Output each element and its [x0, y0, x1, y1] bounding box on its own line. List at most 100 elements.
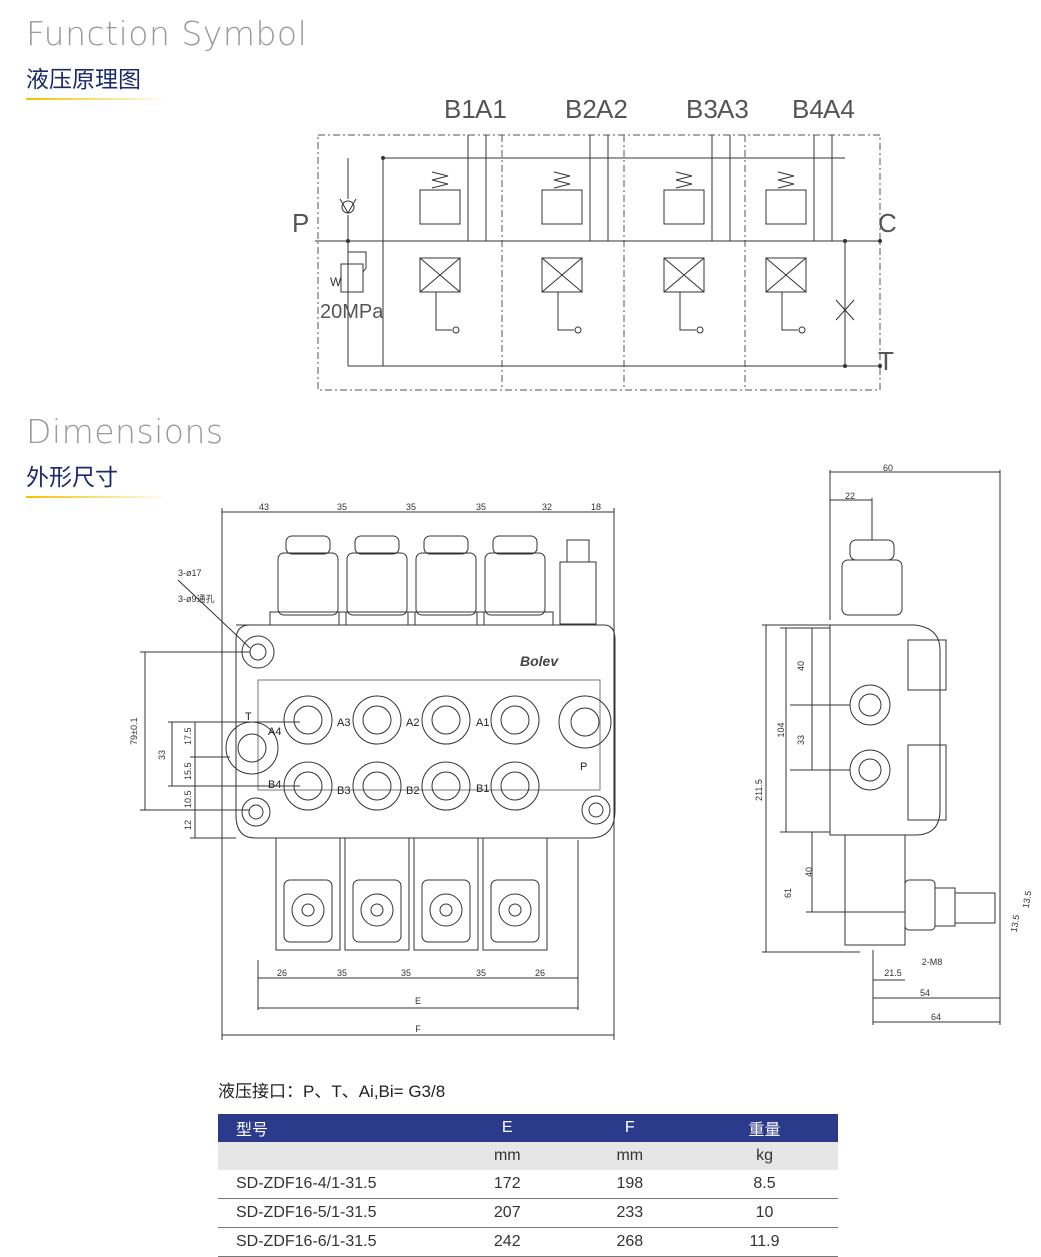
top-dim-35c: 35 [476, 502, 486, 512]
bottom-plug-center [370, 903, 384, 917]
front-port-a3: A3 [337, 717, 350, 729]
dimensions-title-cn: 外形尺寸 [26, 465, 118, 491]
port-a-outer [421, 695, 471, 745]
top-dim-18: 18 [591, 502, 601, 512]
left-dim-79: 79±0.1 [129, 718, 139, 745]
solenoid-base [407, 611, 485, 626]
table-row: SD-ZDF16-5/1-31.5 207 233 10 [218, 1198, 838, 1228]
port-b-inner [431, 771, 461, 801]
valve-cross-line [419, 257, 461, 293]
bottom-body [275, 837, 341, 951]
port-b-outer [352, 761, 402, 811]
bottom-cap [490, 879, 540, 943]
side-dim-33: 33 [796, 735, 806, 745]
header-f: F [568, 1114, 692, 1142]
port-b-inner [362, 771, 392, 801]
valve-solenoid-block [765, 189, 807, 225]
bottom-dim-26a: 26 [277, 968, 287, 978]
row-model: SD-ZDF16-6/1-31.5 [218, 1227, 446, 1257]
port-label-b1: B1 [444, 94, 476, 124]
top-dim-43: 43 [259, 502, 269, 512]
bottom-plug-center [301, 903, 315, 917]
valve-return-line [781, 292, 798, 331]
unit-weight: kg [691, 1142, 838, 1170]
bottom-body [413, 837, 479, 951]
bottom-body [482, 837, 548, 951]
row-model: SD-ZDF16-4/1-31.5 [218, 1170, 446, 1199]
valve-spring [675, 171, 693, 189]
table-row: SD-ZDF16-6/1-31.5 242 268 11.9 [218, 1227, 838, 1257]
port-label-b3: B3 [686, 94, 718, 124]
solenoid-coil [277, 552, 339, 616]
left-dim-10-5: 10.5 [183, 790, 193, 808]
header-e: E [446, 1114, 569, 1142]
bottom-plug-center [439, 903, 453, 917]
port-a-outer [352, 695, 402, 745]
solenoid-coil [415, 552, 477, 616]
valve-spool-block [663, 257, 705, 293]
bottom-cap [421, 879, 471, 943]
valve-cross-line [765, 257, 807, 293]
side-dim-61: 61 [783, 888, 793, 898]
brand-logo-text: Bolev [520, 653, 559, 669]
side-angle-13-5b: 13.5 [1009, 914, 1022, 933]
bottom-plug [291, 893, 325, 927]
bottom-cap [283, 879, 333, 943]
port-a-outer [283, 695, 333, 745]
left-dim-12: 12 [183, 820, 193, 830]
unit-e: mm [446, 1142, 569, 1170]
valve-spring [431, 171, 449, 189]
front-port-a4: A4 [268, 726, 281, 738]
function-underline [26, 98, 171, 100]
solenoid-cap [285, 535, 331, 555]
side-dim-64: 64 [931, 1012, 941, 1022]
row-weight: 8.5 [691, 1170, 838, 1199]
valve-solenoid-block [663, 189, 705, 225]
schematic-port-t: T [878, 346, 894, 376]
function-title-cn: 液压原理图 [26, 67, 141, 93]
schematic-port-c: C [878, 208, 897, 238]
port-label-b4: B4 [792, 94, 824, 124]
front-port-a2: A2 [406, 717, 419, 729]
top-dim-35a: 35 [337, 502, 347, 512]
hole-note-1: 3-ø17 [178, 568, 202, 578]
solenoid-cap [423, 535, 469, 555]
solenoid-coil [484, 552, 546, 616]
top-dim-35b: 35 [406, 502, 416, 512]
port-label-b2: B2 [565, 94, 597, 124]
port-a-inner [293, 705, 323, 735]
header-weight: 重量 [691, 1114, 838, 1142]
side-angle-13-5a: 13.5 [1021, 890, 1034, 909]
bottom-body [344, 837, 410, 951]
solenoid-coil [346, 552, 408, 616]
side-dim-40a: 40 [796, 661, 806, 671]
row-f: 233 [568, 1198, 692, 1228]
bottom-cap [352, 879, 402, 943]
spec-table: 型号 E F 重量 mm mm kg SD-ZDF16-4/1-31.5 172… [218, 1114, 838, 1257]
valve-spring [553, 171, 571, 189]
port-b-outer [421, 761, 471, 811]
port-label-a1: A1 [475, 94, 507, 124]
dim-e-label: E [415, 996, 421, 1006]
table-header-row: 型号 E F 重量 [218, 1114, 838, 1142]
port-b-inner [500, 771, 530, 801]
port-a-inner [362, 705, 392, 735]
bottom-dim-35c: 35 [476, 968, 486, 978]
solenoid-cap [492, 535, 538, 555]
bottom-dim-35b: 35 [401, 968, 411, 978]
left-dim-17-5: 17.5 [183, 727, 193, 745]
solenoid-base [338, 611, 416, 626]
unit-f: mm [568, 1142, 692, 1170]
dim-f-label: F [415, 1024, 421, 1034]
hole-note-2: 3-ø9通孔 [178, 594, 215, 604]
front-view-drawing: 43 35 35 35 32 18 26 35 35 35 26 E F 3-ø… [129, 502, 616, 1040]
function-title-en: Function Symbol [26, 14, 308, 53]
side-dim-2-m8: 2-M8 [922, 957, 943, 967]
bottom-plug [360, 893, 394, 927]
port-b-outer [490, 761, 540, 811]
front-port-a1: A1 [476, 717, 489, 729]
header-model: 型号 [218, 1114, 446, 1142]
valve-spool-block [419, 257, 461, 293]
bottom-plug [429, 893, 463, 927]
valve-drain-dot [452, 326, 460, 334]
